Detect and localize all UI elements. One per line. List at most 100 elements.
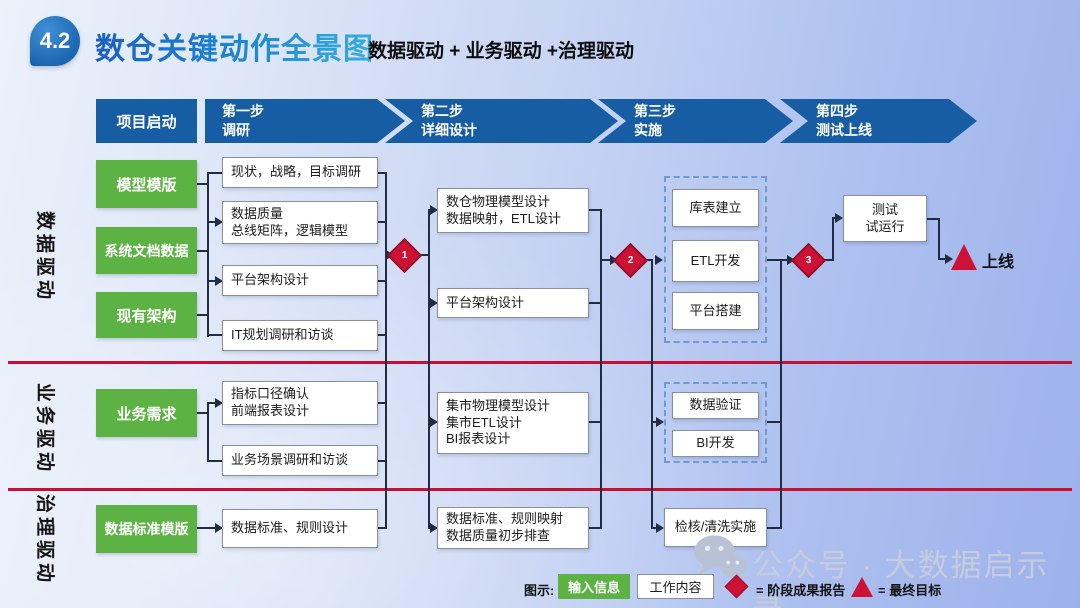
connector-arrowhead xyxy=(430,417,438,427)
step-label-line: 第三步 xyxy=(634,103,676,120)
connector-line xyxy=(207,172,209,337)
work-line: 集市物理模型设计 xyxy=(446,397,551,413)
connector-line xyxy=(927,218,939,220)
connector-line xyxy=(207,280,216,282)
connector-arrowhead xyxy=(215,523,223,533)
legend-prefix: 图示: xyxy=(524,583,555,598)
work-platform-arch-design: 平台架构设计 xyxy=(222,265,378,296)
milestone-number: 2 xyxy=(627,255,634,266)
step-label-line: 测试上线 xyxy=(816,122,872,138)
input-system-docs: 系统文档数据 xyxy=(96,227,197,274)
phase-step-3: 第三步 实施 xyxy=(598,99,793,143)
work-it-plan: IT规划调研和访谈 xyxy=(222,320,378,351)
track-label-data: 数据驱动 xyxy=(34,210,55,303)
connector-line xyxy=(651,527,657,529)
input-business-req: 业务需求 xyxy=(96,389,197,437)
legend-milestone-label: = 阶段成果报告 xyxy=(756,583,846,598)
connector-line xyxy=(767,421,780,423)
connector-line xyxy=(780,259,788,261)
work-line: 前端报表设计 xyxy=(231,403,310,418)
work-biz-scene: 业务场景调研和访谈 xyxy=(222,445,378,476)
step-label-line: 调研 xyxy=(222,122,250,138)
work-line: 数据质量初步排查 xyxy=(446,528,551,543)
work-line: 总线矩阵，逻辑模型 xyxy=(231,222,349,238)
connector-line xyxy=(207,334,222,336)
connector-line xyxy=(378,172,385,174)
connector-line xyxy=(651,421,657,423)
phase-step-1: 第一步 调研 xyxy=(205,99,405,143)
input-model-template: 模型模版 xyxy=(96,160,197,208)
connector-arrowhead xyxy=(215,398,223,408)
connector-line xyxy=(938,218,940,260)
goal-triangle xyxy=(951,244,977,270)
connector-line xyxy=(428,209,430,529)
connector-line xyxy=(428,421,431,423)
step-label-line: 第二步 xyxy=(421,103,463,120)
work-platform-arch-design-2: 平台架构设计 xyxy=(437,288,589,318)
legend-input-swatch: 输入信息 xyxy=(558,574,630,599)
step-label-line: 实施 xyxy=(634,122,662,138)
milestone-diamond-3: 3 xyxy=(790,242,827,279)
work-survey: 现状，战略，目标调研 xyxy=(222,157,378,188)
connector-arrowhead xyxy=(835,213,843,223)
connector-arrowhead xyxy=(430,298,438,308)
connector-arrowhead xyxy=(655,255,663,265)
milestone-diamond-1: 1 xyxy=(386,237,423,274)
step-label-line: 第一步 xyxy=(222,103,264,120)
connector-line xyxy=(197,183,207,185)
connector-line xyxy=(207,221,216,223)
legend-goal-triangle xyxy=(851,577,873,597)
connector-arrowhead xyxy=(215,217,223,227)
connector-line xyxy=(600,259,611,261)
page-subtitle: 数据驱动 + 业务驱动 +治理驱动 xyxy=(368,41,635,62)
connector-line xyxy=(207,460,222,462)
connector-arrowhead xyxy=(945,254,953,264)
connector-line xyxy=(767,527,780,529)
work-line: 指标口径确认 xyxy=(231,386,310,402)
implement-group-bi xyxy=(664,382,767,463)
connector-line xyxy=(589,527,600,529)
input-existing-arch: 现有架构 xyxy=(96,292,197,338)
connector-arrowhead xyxy=(656,417,664,427)
connector-line xyxy=(207,402,216,404)
watermark-text: 公众号 · 大数据启示录 xyxy=(752,548,1050,608)
connector-arrowhead xyxy=(430,205,438,215)
connector-line xyxy=(207,402,209,461)
connector-line xyxy=(197,412,207,414)
work-metrics: 指标口径确认 前端报表设计 xyxy=(222,381,378,425)
connector-line xyxy=(197,527,215,529)
connector-line xyxy=(378,527,385,529)
work-test-run: 测试 试运行 xyxy=(843,195,927,242)
work-std-mapping: 数据标准、规则映射 数据质量初步排查 xyxy=(437,507,589,549)
connector-line xyxy=(938,258,946,260)
connector-line xyxy=(385,172,387,529)
work-line: 数据质量 xyxy=(231,205,284,221)
work-std-design: 数据标准、规则设计 xyxy=(222,509,378,548)
connector-arrowhead xyxy=(430,523,438,533)
connector-line xyxy=(820,259,833,261)
step-label-line: 第四步 xyxy=(816,103,858,120)
legend-goal-label: = 最终目标 xyxy=(878,583,942,598)
connector-line xyxy=(197,250,207,252)
phase-project-start: 项目启动 xyxy=(96,99,197,143)
work-etl-dev: ETL开发 xyxy=(672,240,759,282)
page-title: 数仓关键动作全景图 xyxy=(95,24,374,68)
input-data-std-template: 数据标准模版 xyxy=(96,505,197,553)
milestone-number: 1 xyxy=(401,250,408,261)
connector-line xyxy=(378,221,385,223)
connector-line xyxy=(589,209,600,211)
connector-line xyxy=(589,421,600,423)
section-number-badge: 4.2 xyxy=(30,16,80,66)
connector-line xyxy=(378,280,385,282)
work-line: 集市ETL设计 xyxy=(446,414,522,430)
connector-line xyxy=(651,259,653,529)
work-data-verify: 数据验证 xyxy=(672,392,759,419)
track-label-governance: 治理驱动 xyxy=(34,493,55,586)
work-line: 测试 xyxy=(871,201,898,217)
work-line: 数据映射，ETL设计 xyxy=(446,210,561,226)
work-line: 数据标准、规则映射 xyxy=(446,511,564,527)
milestone-number: 3 xyxy=(805,255,812,266)
work-platform-setup: 平台搭建 xyxy=(672,292,759,330)
step-label-line: 详细设计 xyxy=(421,122,477,138)
